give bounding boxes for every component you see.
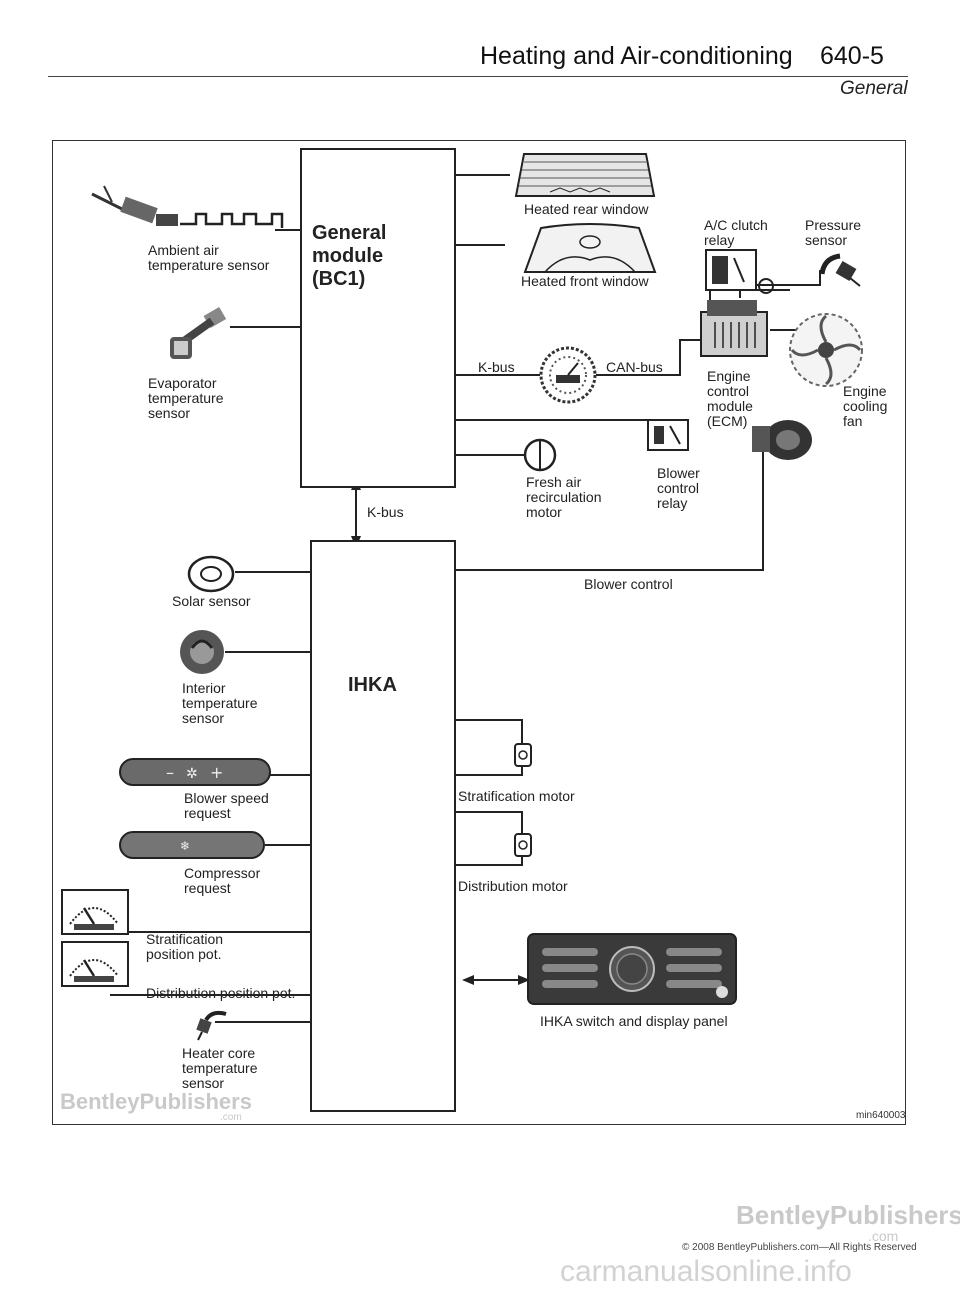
potentiometer-icon bbox=[61, 889, 129, 935]
instrument-cluster-icon bbox=[539, 346, 597, 404]
header-rule bbox=[48, 76, 908, 77]
footer-watermark: BentleyPublishers bbox=[736, 1200, 960, 1230]
ihka-panel-label: IHKA switch and display panel bbox=[540, 1013, 728, 1029]
diagram-frame bbox=[52, 140, 906, 1125]
heater-core-sensor-icon bbox=[196, 1010, 227, 1041]
figure-id: min640003 bbox=[856, 1110, 906, 1121]
heated-front-window-icon bbox=[523, 223, 657, 273]
diagram-watermark-sub: .com bbox=[220, 1112, 242, 1123]
evaporator-label: Evaporator temperature sensor bbox=[148, 375, 224, 421]
copyright: © 2008 BentleyPublishers.com—All Rights … bbox=[682, 1242, 917, 1253]
stratification-motor-label: Stratification motor bbox=[458, 788, 575, 804]
blower-motor-icon bbox=[752, 420, 812, 460]
heater-core-label: Heater core temperature sensor bbox=[182, 1045, 258, 1091]
solar-sensor-icon bbox=[187, 555, 235, 593]
blower-speed-label: Blower speed request bbox=[184, 790, 269, 821]
interior-temp-sensor-icon bbox=[180, 630, 224, 674]
ihka-box bbox=[310, 540, 456, 1112]
fresh-air-motor-label: Fresh air recirculation motor bbox=[526, 474, 602, 520]
ambient-air-label: Ambient air temperature sensor bbox=[148, 242, 270, 273]
blower-control-label: Blower control bbox=[584, 576, 673, 592]
relay-icon bbox=[705, 249, 790, 294]
distribution-pot-label: Distribution position pot. bbox=[146, 985, 296, 1001]
heated-rear-window-icon bbox=[514, 153, 656, 197]
section-title: General bbox=[840, 78, 908, 99]
blower-speed-switch-icon: – ✲ + bbox=[119, 758, 271, 786]
ihka-label: IHKA bbox=[348, 674, 397, 696]
svg-text:✲: ✲ bbox=[186, 766, 198, 782]
solar-sensor-label: Solar sensor bbox=[172, 593, 251, 609]
ihka-panel-icon bbox=[527, 933, 737, 1005]
cooling-fan-icon bbox=[789, 313, 863, 387]
interior-temp-label: Interior temperature sensor bbox=[182, 680, 258, 726]
heated-front-window-label: Heated front window bbox=[521, 273, 649, 289]
footer-watermark-sub: .com bbox=[868, 1228, 899, 1244]
ecm-label: Engine control module (ECM) bbox=[707, 368, 753, 429]
general-module-label: General module (BC1) bbox=[312, 222, 387, 290]
page-number: 640-5 bbox=[820, 42, 884, 70]
engine-cooling-fan-label: Engine cooling fan bbox=[843, 383, 888, 429]
general-module-box bbox=[300, 148, 456, 488]
distribution-motor-label: Distribution motor bbox=[458, 878, 568, 894]
page-title: Heating and Air-conditioning bbox=[480, 42, 793, 70]
svg-text:❄: ❄ bbox=[180, 839, 190, 853]
svg-text:–: – bbox=[166, 763, 174, 782]
compressor-label: Compressor request bbox=[184, 865, 261, 896]
diagram-watermark: BentleyPublishers bbox=[60, 1089, 252, 1114]
svg-text:+: + bbox=[210, 763, 223, 782]
motor-icon bbox=[514, 833, 532, 857]
canbus-label: CAN-bus bbox=[606, 359, 663, 375]
heated-rear-window-label: Heated rear window bbox=[524, 201, 649, 217]
motor-icon bbox=[523, 438, 557, 472]
relay-icon bbox=[647, 419, 689, 451]
kbus-cluster-label: K-bus bbox=[478, 359, 515, 375]
pressure-sensor-icon bbox=[819, 253, 861, 287]
motor-icon bbox=[514, 743, 532, 767]
kbus-label: K-bus bbox=[367, 504, 404, 520]
stratification-pot-label: Stratification position pot. bbox=[146, 931, 224, 962]
ambient-air-sensor-icon bbox=[91, 185, 284, 228]
pressure-sensor-label: Pressure sensor bbox=[805, 217, 862, 248]
evaporator-sensor-icon bbox=[170, 306, 227, 359]
potentiometer-icon bbox=[61, 941, 129, 987]
ecm-icon bbox=[700, 300, 768, 357]
ac-clutch-relay-label: A/C clutch relay bbox=[704, 217, 768, 248]
compressor-switch-icon: ❄ bbox=[119, 831, 265, 859]
blower-control-relay-label: Blower control relay bbox=[657, 465, 700, 511]
site-watermark: carmanualsonline.info bbox=[560, 1255, 852, 1288]
